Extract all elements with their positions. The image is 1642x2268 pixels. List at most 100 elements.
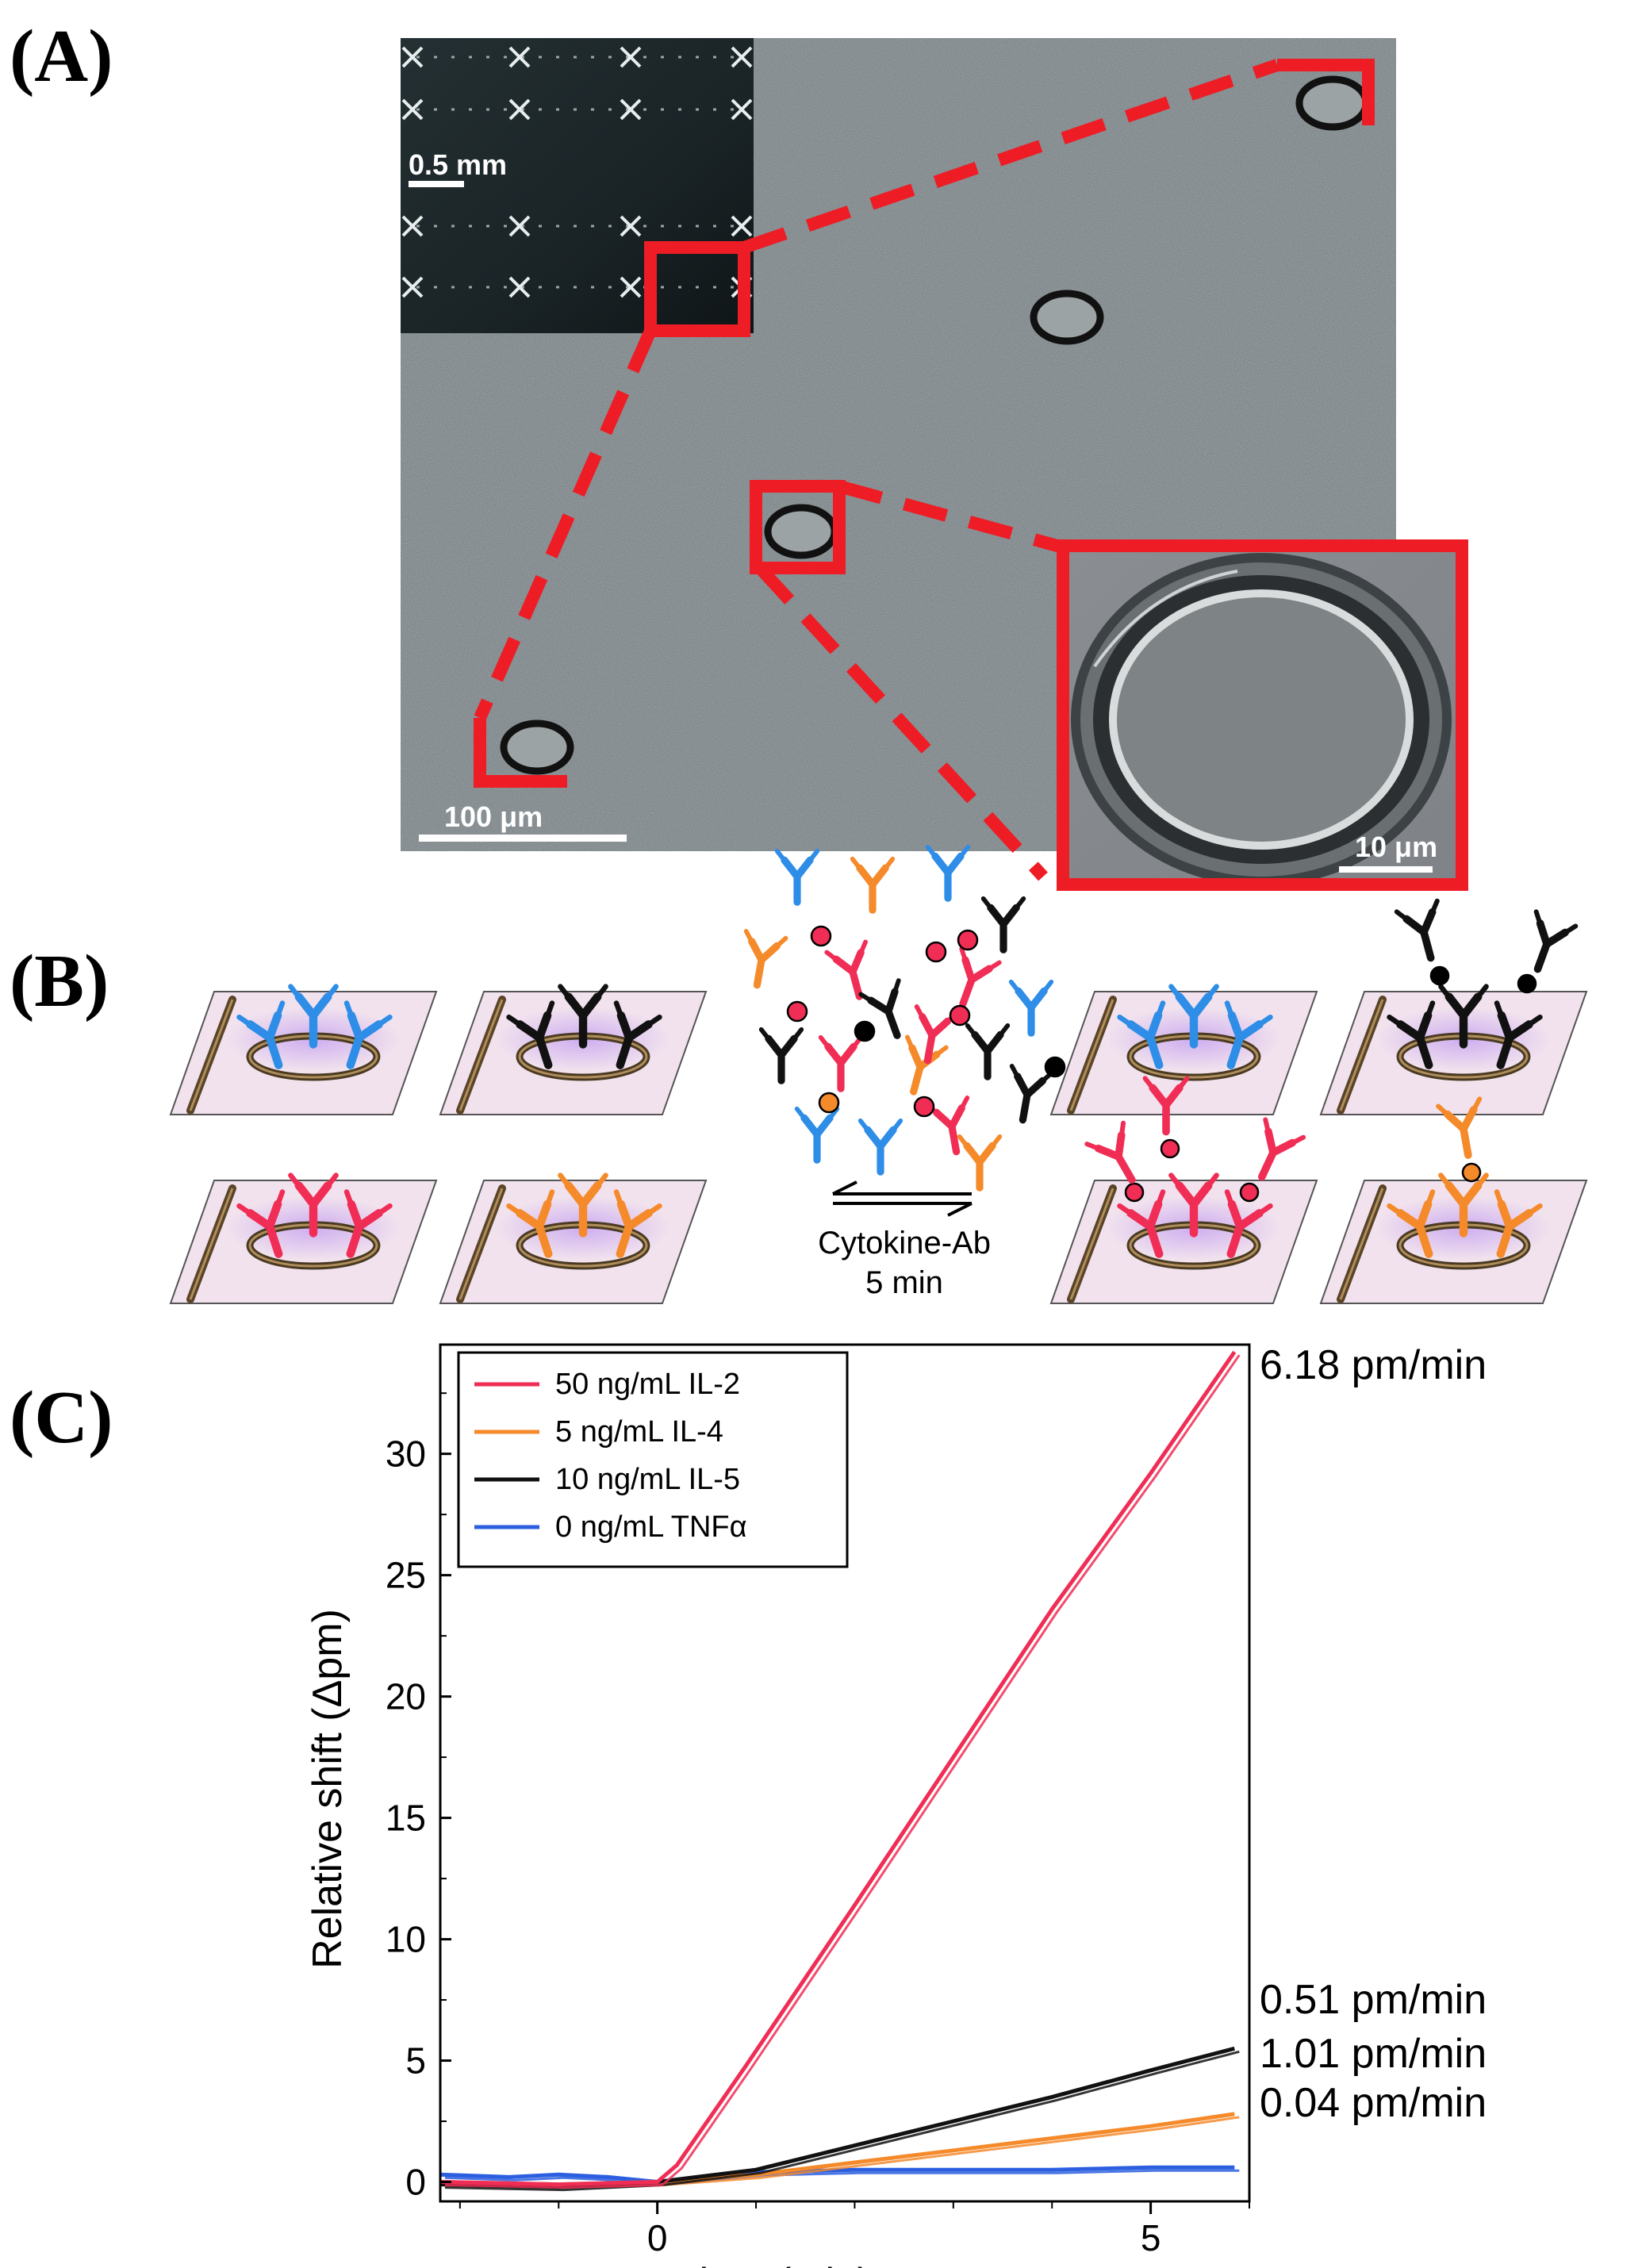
cytokine (1429, 965, 1450, 986)
chart-series-lines (439, 1350, 1241, 2192)
antibody (1438, 1172, 1489, 1238)
inset-x-marker (401, 215, 424, 237)
antibody (1168, 1172, 1219, 1238)
antibody (1142, 1076, 1190, 1136)
series-line (439, 1350, 1237, 2187)
antibody (1258, 1117, 1306, 1181)
antibody (925, 844, 971, 902)
y-tick-label: 0 (405, 2162, 426, 2203)
antibody (1168, 984, 1219, 1049)
inset-x-marker (620, 215, 642, 237)
x-tick-label: 0 (647, 2217, 668, 2258)
series-line (439, 2165, 1235, 2184)
panel-b-schematic (169, 844, 1588, 1304)
series-line-replicate (444, 1354, 1241, 2189)
inset-x-marker (620, 98, 642, 121)
antibody (506, 1000, 555, 1069)
rate-label: 0.04 pm/min (1260, 2080, 1487, 2126)
cytokine (1461, 1162, 1482, 1183)
cytokine (925, 941, 947, 963)
antibody (1224, 1189, 1273, 1258)
antibody (857, 1118, 903, 1176)
antibody (794, 1106, 840, 1164)
y-tick-label: 15 (386, 1798, 426, 1839)
inset-x-marker (731, 46, 753, 68)
cytokine (786, 1000, 808, 1023)
inset-x-marker (508, 46, 531, 68)
antibody (236, 1189, 286, 1258)
antibody (288, 984, 339, 1049)
antibody (1494, 1000, 1543, 1069)
legend-label: 0 ng/mL TNFα (555, 1510, 747, 1544)
antibody (1224, 1000, 1273, 1069)
legend-label: 50 ng/mL IL-2 (555, 1368, 740, 1401)
inset-x-marker (620, 46, 642, 68)
antibody (858, 978, 901, 1039)
antibody (1533, 909, 1579, 973)
antibody (1008, 979, 1054, 1037)
cytokine (1239, 1182, 1260, 1203)
antibody (1084, 1120, 1136, 1184)
legend: 50 ng/mL IL-2 5 ng/mL IL-4 10 ng/mL IL-5 0 … (457, 1351, 849, 1568)
main-scale-label: 100 μm (444, 800, 543, 833)
panel-a-micrograph: 0.5 mm 100 μm (401, 38, 1468, 891)
inset-x-marker (401, 276, 424, 298)
antibody (558, 984, 608, 1049)
antibody (743, 929, 788, 989)
antibody (1387, 1189, 1436, 1258)
antibody (925, 1096, 970, 1156)
y-tick-label: 5 (405, 2040, 426, 2082)
sensor-chip (169, 1172, 438, 1304)
antibody (758, 1027, 804, 1084)
inset-x-marker (508, 98, 531, 121)
free-molecules (743, 844, 1066, 1192)
rate-label: 1.01 pm/min (1260, 2031, 1487, 2077)
cytokine (949, 1004, 971, 1027)
rate-label: 6.18 pm/min (1260, 1342, 1487, 1388)
microring-1 (1295, 75, 1370, 131)
equilibrium-arrow (832, 1180, 973, 1217)
inset-x-marker (731, 215, 753, 237)
antibody (965, 1023, 1011, 1080)
plot-area (439, 1343, 1251, 2203)
antibody (1494, 1189, 1543, 1258)
cytokine (957, 929, 979, 951)
inset-x-marker (401, 98, 424, 121)
inset-x-marker (731, 98, 753, 121)
antibody (850, 856, 896, 914)
antibody (558, 1172, 608, 1238)
antibody (288, 1172, 339, 1238)
antibody (1387, 1000, 1436, 1069)
antibody (1117, 1189, 1166, 1258)
inset-x-marker (508, 276, 531, 298)
cytokine (913, 1096, 935, 1118)
zoom-scale-label: 10 μm (1355, 831, 1437, 863)
y-tick-label: 25 (386, 1555, 426, 1596)
legend-label: 10 ng/mL IL-5 (555, 1463, 740, 1496)
inset-scale-bar (409, 181, 464, 187)
antibody (1394, 898, 1440, 962)
sensor-chip (1319, 898, 1588, 1115)
inset-x-marker (401, 46, 424, 68)
zoomed-ring-view: 10 μm (1057, 539, 1468, 891)
sensor-chip (439, 1172, 708, 1304)
inset-x-marker (620, 276, 642, 298)
y-tick-label: 20 (386, 1676, 426, 1717)
y-tick-label: 30 (386, 1433, 426, 1475)
antibody (343, 1189, 393, 1258)
antibody (506, 1189, 555, 1258)
antibody (818, 1034, 864, 1092)
sensor-chip (1049, 984, 1318, 1115)
antibody (824, 939, 868, 1000)
panel-label-c: (C) (10, 1376, 113, 1459)
microring-3 (764, 504, 838, 559)
legend-box (457, 1351, 849, 1568)
legend-label: 5 ng/mL IL-4 (555, 1415, 723, 1449)
microring-4 (500, 720, 574, 775)
panel-label-b: (B) (10, 940, 109, 1023)
antibody (343, 1000, 393, 1069)
sensor-chip (439, 984, 708, 1115)
